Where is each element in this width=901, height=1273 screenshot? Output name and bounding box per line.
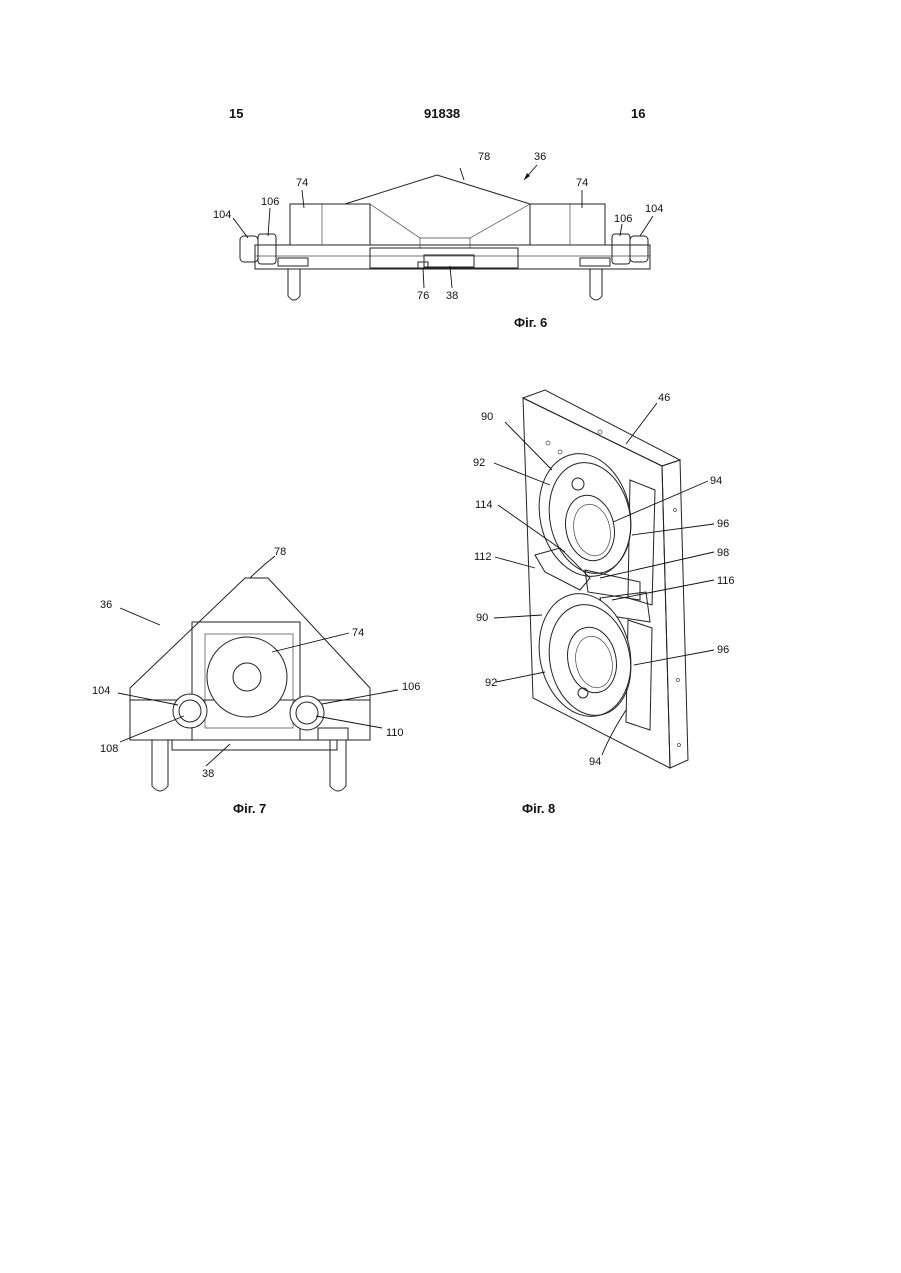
fig7-label-36: 36 <box>100 599 112 611</box>
fig7-base-38 <box>172 740 337 750</box>
fig6-block-74-right <box>530 204 605 245</box>
fig6-label-76: 76 <box>417 290 429 302</box>
fig8-label-90-upper: 90 <box>481 411 493 423</box>
fig8-plate-top-face <box>523 390 680 466</box>
fig8-bracket-96-upper <box>628 480 655 605</box>
fig7-label-38: 38 <box>202 768 214 780</box>
fig6-label-106-left: 106 <box>261 196 279 208</box>
fig6-base-body <box>255 245 650 269</box>
fig8-label-92-upper: 92 <box>473 457 485 469</box>
fig8-label-94-upper: 94 <box>710 475 722 487</box>
fig8-label-116: 116 <box>717 575 735 587</box>
fig7-label-104: 104 <box>92 685 110 697</box>
fig6-label-74-right: 74 <box>576 177 588 189</box>
fig7-leg-right <box>330 740 346 791</box>
fig7-leg-left <box>152 740 168 791</box>
fig7-connector-104 <box>173 694 207 728</box>
fig6-label-78: 78 <box>478 151 490 163</box>
figure-7-drawing: 78 36 74 104 106 108 110 38 <box>92 546 420 791</box>
fig8-label-96-lower: 96 <box>717 644 729 656</box>
figure-7-caption: Фіг. 7 <box>233 801 266 816</box>
fig8-label-114: 114 <box>475 499 493 511</box>
fig6-connector-104-right <box>630 236 648 262</box>
figure-8-caption: Фіг. 8 <box>522 801 555 816</box>
figure-6-caption: Фіг. 6 <box>514 315 547 330</box>
figure-8-drawing: 46 90 92 94 114 96 98 112 116 90 96 92 9… <box>473 390 735 768</box>
fig6-leg-right <box>590 269 602 300</box>
fig7-label-106: 106 <box>402 681 420 693</box>
fig8-label-96-upper: 96 <box>717 518 729 530</box>
fig7-drum-74 <box>207 637 287 717</box>
fig6-leg-left <box>288 269 300 300</box>
fig6-label-104-right: 104 <box>645 203 663 215</box>
fig6-label-106-right: 106 <box>614 213 632 225</box>
fig8-label-112: 112 <box>474 551 492 563</box>
fig6-part-38 <box>424 255 474 267</box>
fig8-label-92-lower: 92 <box>485 677 497 689</box>
fig7-label-74: 74 <box>352 627 364 639</box>
fig6-label-38: 38 <box>446 290 458 302</box>
fig8-label-94-lower: 94 <box>589 756 601 768</box>
fig8-label-98: 98 <box>717 547 729 559</box>
fig8-label-90-lower: 90 <box>476 612 488 624</box>
fig6-label-104-left: 104 <box>213 209 231 221</box>
fig6-connector-106-left <box>258 234 276 264</box>
fig7-connector-106 <box>290 696 324 730</box>
fig6-label-74-left: 74 <box>296 177 308 189</box>
fig6-block-74-left <box>290 204 370 245</box>
fig8-label-46: 46 <box>658 392 670 404</box>
figure-6-drawing: 78 36 74 74 104 106 106 104 76 38 <box>213 151 663 302</box>
fig6-hopper-78 <box>345 175 530 245</box>
fig6-label-36: 36 <box>534 151 546 163</box>
fig7-label-108: 108 <box>100 743 118 755</box>
fig7-label-110: 110 <box>386 727 404 739</box>
fig6-connector-106-right <box>612 234 630 264</box>
fig7-label-78: 78 <box>274 546 286 558</box>
